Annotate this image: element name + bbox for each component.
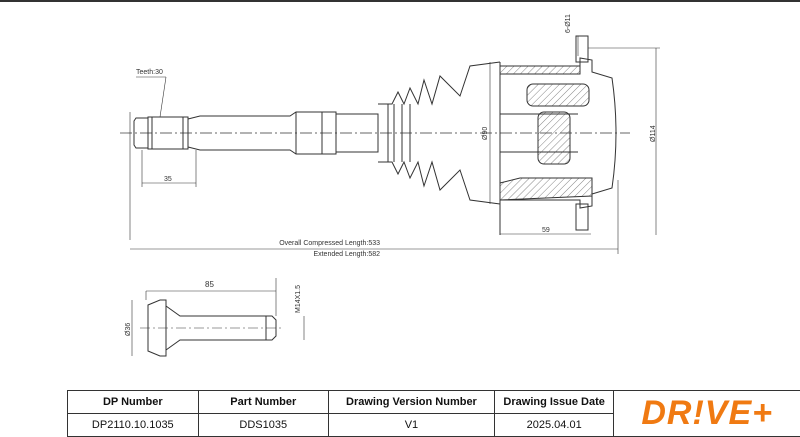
joint-length-label: 59 <box>542 227 550 234</box>
joint-housing <box>499 35 617 235</box>
logo: DR!VE+ <box>613 390 800 437</box>
dp-number-value: DP2110.10.1035 <box>67 413 199 437</box>
bolt-length-label: 85 <box>205 280 214 289</box>
teeth-label: Teeth:30 <box>136 69 163 76</box>
header-part-number: Part Number <box>197 390 329 414</box>
technical-drawing: Teeth:30 35 6-Ø11 Ø90 Ø114 59 Overall Co… <box>0 0 800 357</box>
spline-end <box>133 116 189 150</box>
header-version: Drawing Version Number <box>327 390 495 414</box>
spline-length-label: 35 <box>164 176 172 183</box>
boot-diameter-label: Ø90 <box>482 127 489 140</box>
holes-label: 6-Ø11 <box>565 14 572 33</box>
extended-length-label: Extended Length:582 <box>313 251 380 258</box>
compressed-length-label: Overall Compressed Length:533 <box>279 240 380 247</box>
part-number-value: DDS1035 <box>197 413 329 437</box>
boot <box>378 61 501 205</box>
bolt-thread-label: M14X1.5 <box>295 285 302 313</box>
header-issue-date: Drawing Issue Date <box>493 390 615 414</box>
flange-diameter-label: Ø114 <box>650 125 657 142</box>
bolt-head-label: Ø36 <box>125 323 132 336</box>
title-block: DP Number Part Number Drawing Version Nu… <box>67 390 800 437</box>
header-dp-number: DP Number <box>67 390 199 414</box>
issue-date-value: 2025.04.01 <box>493 413 615 437</box>
version-value: V1 <box>327 413 495 437</box>
bolt <box>131 278 305 357</box>
logo-text: DR!VE+ <box>641 394 774 432</box>
